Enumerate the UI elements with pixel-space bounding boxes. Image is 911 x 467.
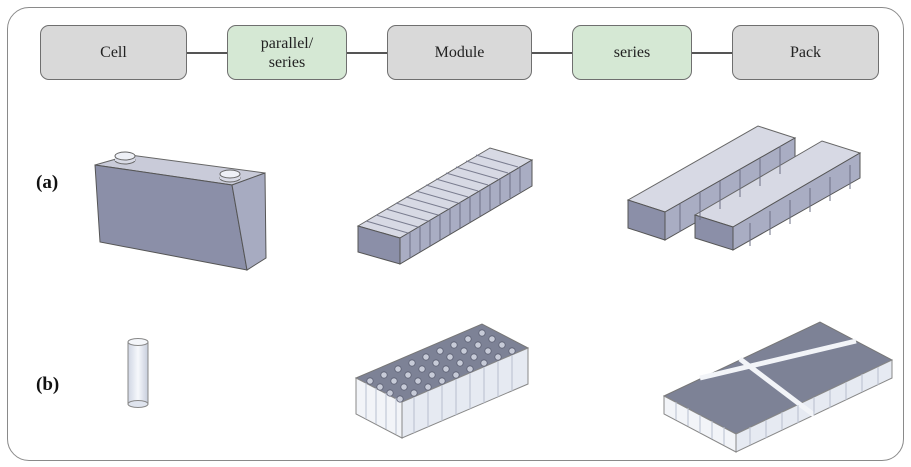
diagram-frame — [7, 7, 904, 461]
connector-line — [532, 52, 572, 54]
connector-line — [347, 52, 387, 54]
cylindrical-module-image — [354, 323, 530, 439]
cell-box: Cell — [40, 25, 187, 80]
row-label-b: (b) — [36, 374, 60, 395]
row-label-a: (a) — [36, 172, 59, 193]
cylindrical-cell-image — [127, 338, 149, 408]
prismatic-cell-image — [94, 151, 267, 271]
parallel-series-box: parallel/ series — [227, 25, 347, 80]
connector-line — [187, 52, 227, 54]
cylindrical-pack-image — [662, 321, 894, 453]
pack-box: Pack — [732, 25, 879, 80]
prismatic-module-image — [356, 147, 534, 265]
module-box: Module — [387, 25, 532, 80]
series-box: series — [572, 25, 692, 80]
connector-line — [692, 52, 732, 54]
prismatic-pack-image — [626, 125, 862, 251]
